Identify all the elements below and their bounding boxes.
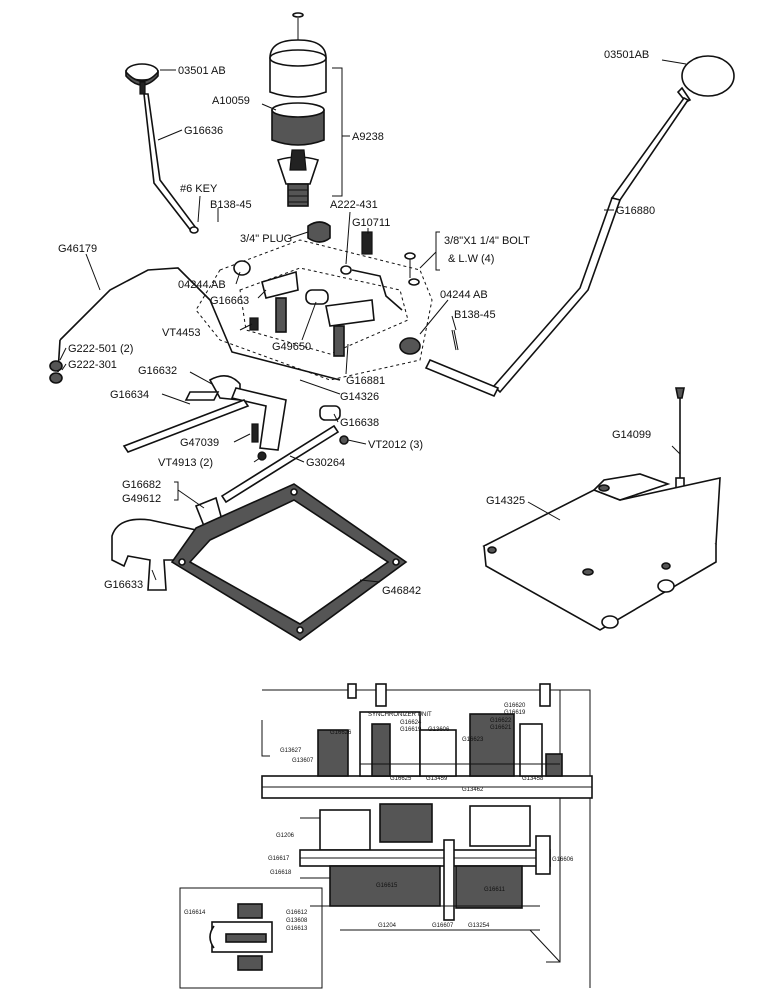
label-i1: G16614: [184, 910, 206, 916]
label-b13: G13459: [426, 776, 448, 782]
label-b12: G16625: [390, 776, 412, 782]
label-collar-1: G16682: [122, 479, 161, 491]
label-synchronizer: SYNCHRONIZER UNIT: [368, 712, 432, 718]
shifter-rails: [233, 221, 459, 357]
label-shifter-right: G16881: [346, 375, 385, 387]
label-elbow-2: G222-301: [68, 359, 117, 371]
label-gasket-small: G14326: [340, 391, 379, 403]
label-b2: G16624: [400, 720, 422, 726]
left-shift-lever: [125, 63, 199, 234]
label-spacer: G49650: [272, 341, 311, 353]
label-collar-2: G49612: [122, 493, 161, 505]
label-gasket-large: G46842: [382, 585, 421, 597]
label-b15: G13462: [462, 787, 484, 793]
label-b7: G16619: [504, 710, 526, 716]
label-seal-left: 04244 AB: [178, 279, 226, 291]
label-lever-left: G16636: [184, 125, 223, 137]
label-b10: G13627: [280, 748, 302, 754]
label-b5: G16623: [462, 737, 484, 743]
callout-labels-bottom: SYNCHRONIZER UNIT G16626 G16624 G16619 G…: [268, 703, 574, 929]
label-screw: VT2012 (3): [368, 439, 423, 451]
label-tube: G46179: [58, 243, 97, 255]
label-i3: G13608: [286, 918, 308, 924]
transmission-cross-section: [261, 683, 593, 988]
label-pin-left: B138-45: [210, 199, 252, 211]
label-ball: VT4913 (2): [158, 457, 213, 469]
label-fork-upper: G16632: [138, 365, 177, 377]
label-b11: G13607: [292, 758, 314, 764]
label-bolt-2: & L.W (4): [448, 253, 494, 265]
label-seal-right: 04244 AB: [440, 289, 488, 301]
oil-tube: [49, 267, 403, 384]
shifter-housing-outline: [195, 239, 433, 381]
label-b4: G13606: [428, 727, 450, 733]
shift-forks: [111, 375, 349, 591]
label-i2: G16612: [286, 910, 308, 916]
label-b20: G16606: [552, 857, 574, 863]
label-block: G16638: [340, 417, 379, 429]
label-fitting: A222-431: [330, 199, 378, 211]
leader-lines: [59, 59, 687, 583]
label-b23: G16607: [432, 923, 454, 929]
callout-labels-top: 03501 AB 03501AB A10059 A9238 G16636 G16…: [58, 49, 655, 597]
label-b17: G16617: [268, 856, 290, 862]
label-spring: G47039: [180, 437, 219, 449]
label-bolt-1: 3/8"X1 1/4" BOLT: [444, 235, 530, 247]
label-b6: G16620: [504, 703, 526, 709]
label-plug: 3/4" PLUG: [240, 233, 292, 245]
inset-detail: G16614 G16612 G13608 G16613: [179, 887, 323, 989]
label-b1: G16626: [330, 730, 352, 736]
label-knob-right: 03501AB: [604, 49, 649, 61]
label-b22: G1204: [378, 923, 397, 929]
label-pin-vt: VT4453: [162, 327, 201, 339]
label-cover-plate: G14325: [486, 495, 525, 507]
label-fork-lower: G16633: [104, 579, 143, 591]
label-elbow-1: G222-501 (2): [68, 343, 133, 355]
label-i4: G16613: [286, 926, 308, 932]
label-rod-left: G16634: [110, 389, 149, 401]
label-cover-assy: A9238: [352, 131, 384, 143]
label-key: #6 KEY: [180, 183, 218, 195]
label-b19: G16615: [376, 883, 398, 889]
label-b24: G13254: [468, 923, 490, 929]
label-shifter-left: G16663: [210, 295, 249, 307]
label-b8: G16622: [490, 718, 512, 724]
label-dipstick: G14099: [612, 429, 651, 441]
label-b16: G1206: [276, 833, 295, 839]
label-cap: A10059: [212, 95, 250, 107]
label-b14: G13458: [522, 776, 544, 782]
right-shift-lever: [424, 55, 735, 398]
label-pin-right: B138-45: [454, 309, 496, 321]
label-lever-right: G16880: [616, 205, 655, 217]
label-dowel: G10711: [352, 217, 390, 229]
label-b21: G16611: [484, 887, 506, 893]
label-b3: G16619: [400, 727, 422, 733]
label-rod-right: G30264: [306, 457, 345, 469]
label-b9: G16621: [490, 725, 512, 731]
large-gasket: [170, 483, 408, 641]
label-b18: G16618: [270, 870, 292, 876]
cover-stack: [269, 12, 343, 207]
cover-plate: [482, 473, 721, 631]
label-knob-left: 03501 AB: [178, 65, 226, 77]
